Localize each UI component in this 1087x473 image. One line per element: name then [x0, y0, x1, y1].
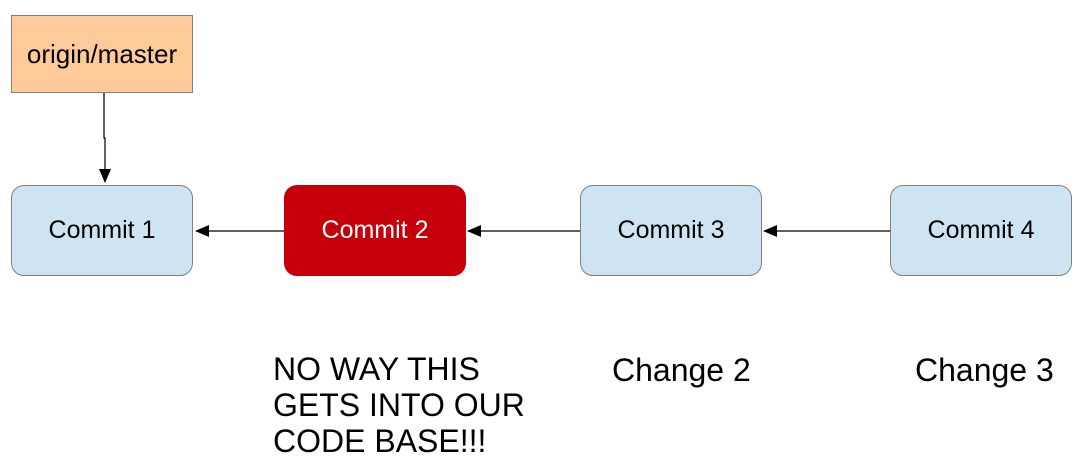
commit-1-label: Commit 1 [48, 216, 156, 244]
commit-3-node: Commit 3 [580, 185, 762, 276]
commit-2-node: Commit 2 [284, 185, 466, 276]
origin-master-label: origin/master [26, 39, 178, 69]
commit-2-note-line: NO WAY THIS [273, 351, 480, 387]
commit-4-node: Commit 4 [890, 185, 1072, 276]
origin-master-node: origin/master [11, 15, 193, 93]
edge-origin-to-commit-1 [99, 93, 111, 183]
commit-3-note-line: Change 2 [612, 352, 751, 388]
commit-3-label: Commit 3 [617, 216, 725, 244]
commit-4-note-line: Change 3 [915, 352, 1054, 388]
commit-2-note-line: CODE BASE!!! [273, 423, 487, 459]
commit-3-note: Change 2 [612, 352, 751, 388]
commit-2-note: NO WAY THIS GETS INTO OUR CODE BASE!!! [273, 351, 525, 459]
commit-2-note-line: GETS INTO OUR [273, 387, 525, 423]
commit-2-label: Commit 2 [321, 216, 429, 244]
commit-4-note: Change 3 [915, 352, 1054, 388]
commit-1-node: Commit 1 [11, 185, 193, 276]
commit-4-label: Commit 4 [927, 216, 1035, 244]
